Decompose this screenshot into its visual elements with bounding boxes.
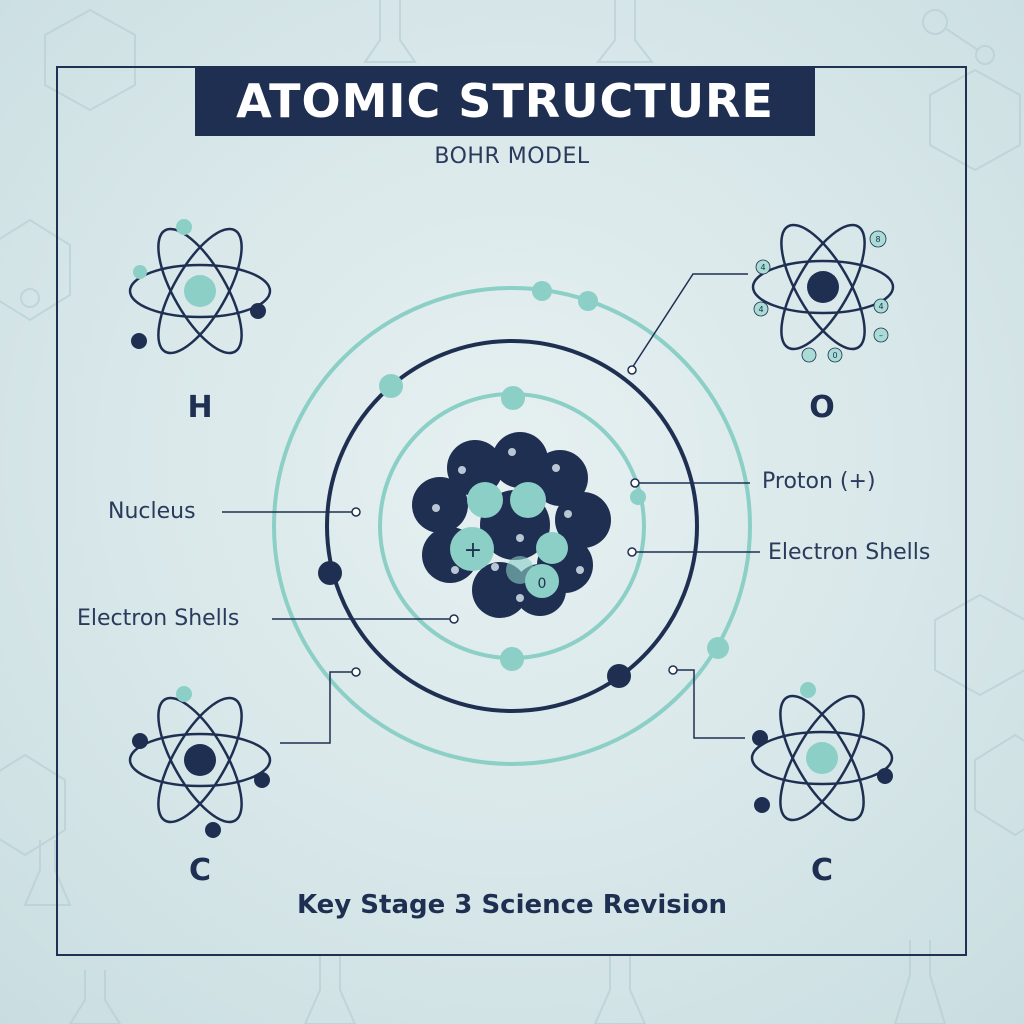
atom-symbol-bottom-left: C [188,853,212,888]
page-title: ATOMIC STRUCTURE [195,66,815,136]
nucleus-label: Nucleus [108,499,196,524]
electron [607,664,631,688]
oxygen-electron-mark: 4 [758,305,763,314]
leader-endpoint [627,547,637,557]
middle-electron-shell [325,339,699,713]
oxygen-electron-mark: 4 [878,302,883,311]
hexagon-decoration [974,733,1024,837]
atom-icon-top-right [751,223,895,363]
neutron-sign: 0 [538,576,547,592]
oxygen-electron-mark: 4 [760,263,765,272]
flask-decoration [363,0,417,63]
footer-caption: Key Stage 3 Science Revision [296,890,728,920]
leader-endpoint [627,365,637,375]
atom-symbol-top-right: O [809,390,835,425]
leader-endpoint [630,478,640,488]
flask-decoration [303,955,357,1024]
hexagon-decoration [0,218,71,322]
electron [630,489,646,505]
atom-symbol-top-left: H [187,390,213,425]
proton-label: Proton (+) [762,469,876,494]
proton-plus [450,527,494,571]
bottom-right-leader-line [674,669,745,739]
bottom-left-leader-line [280,671,355,744]
electron-shells-label-right: Electron Shells [768,540,931,565]
hexagon-decoration [934,593,1024,697]
atom-icon-bottom-right [750,682,894,822]
flask-decoration [893,940,947,1024]
top-right-leader-line [631,273,748,369]
molecule-node-decoration [975,45,995,65]
oxygen-electron-mark: – [879,331,883,340]
nucleus-cluster [412,432,611,618]
leader-endpoint [351,667,361,677]
oxygen-electron-mark: 0 [832,351,837,360]
molecule-node-decoration [922,9,948,35]
leader-endpoint [449,614,459,624]
hexagon-decoration [929,68,1021,172]
hexagon-decoration [44,8,136,112]
flask-decoration [593,955,647,1024]
outer-electron-shell [272,286,752,766]
leader-endpoint [668,665,678,675]
neutron-zero [525,564,559,598]
electron [578,291,598,311]
electron [379,374,403,398]
flask-decoration [23,840,72,906]
leader-endpoint [351,507,361,517]
flask-decoration [68,970,122,1024]
flask-decoration [595,0,655,63]
electron [532,281,552,301]
electron [318,561,342,585]
electron [707,637,729,659]
electron-shells-label-left: Electron Shells [77,606,240,631]
atom-icon-bottom-left [128,686,272,838]
hexagon-decoration [0,753,66,857]
electron [501,386,525,410]
electron [500,647,524,671]
page-subtitle: BOHR MODEL [434,144,590,169]
molecule-node-decoration [20,288,40,308]
oxygen-electron-mark: 8 [875,235,880,244]
atom-icon-top-left [128,219,272,355]
proton-sign: + [464,538,482,563]
atom-symbol-bottom-right: C [810,853,834,888]
